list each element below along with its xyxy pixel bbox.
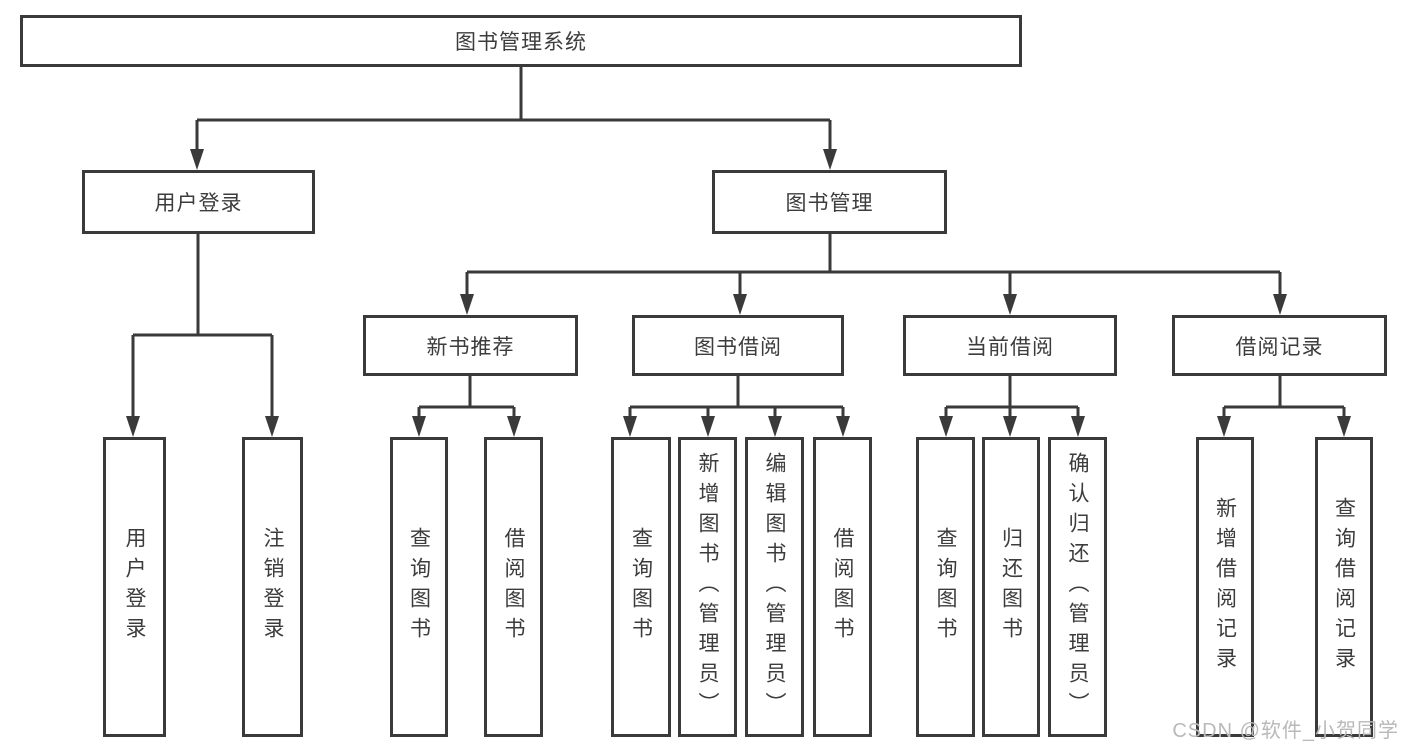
node-user-login-label: 用户登录 — [154, 192, 243, 215]
connector-user-login-children — [126, 234, 279, 437]
leaf-query-books-borrow-label: 查询图书 — [629, 527, 653, 647]
node-user-login: 用户登录 — [82, 170, 315, 234]
leaf-add-borrow-record: 新增借阅记录 — [1196, 437, 1254, 737]
leaf-borrow-books: 借阅图书 — [813, 437, 872, 737]
node-new-book-recommend: 新书推荐 — [363, 315, 578, 376]
node-root: 图书管理系统 — [20, 15, 1022, 67]
leaf-return-books-label: 归还图书 — [999, 527, 1023, 647]
node-current-borrow-label: 当前借阅 — [966, 335, 1054, 359]
node-book-borrow: 图书借阅 — [632, 315, 844, 376]
leaf-add-borrow-record-label: 新增借阅记录 — [1213, 497, 1237, 677]
watermark: CSDN @软件_小贺同学 — [1172, 720, 1399, 742]
leaf-edit-books-admin: 编辑图书（管理员） — [745, 437, 804, 737]
node-borrow-records-label: 借阅记录 — [1235, 335, 1324, 359]
leaf-add-books-admin: 新增图书（管理员） — [678, 437, 737, 737]
leaf-borrow-books-label: 借阅图书 — [831, 527, 854, 647]
leaf-query-books-recommend: 查询图书 — [390, 437, 448, 737]
connector-new-book-recommend-children — [412, 376, 521, 437]
connector-borrow-records-children — [1217, 376, 1351, 437]
node-new-book-recommend-label: 新书推荐 — [426, 335, 515, 359]
leaf-confirm-return-admin: 确认归还（管理员） — [1048, 437, 1107, 737]
leaf-user-login-label: 用户登录 — [123, 527, 146, 647]
node-root-label: 图书管理系统 — [455, 31, 587, 54]
node-borrow-records: 借阅记录 — [1172, 315, 1387, 376]
leaf-query-books-current-label: 查询图书 — [934, 527, 957, 647]
leaf-query-books-current: 查询图书 — [916, 437, 975, 737]
leaf-query-borrow-record: 查询借阅记录 — [1315, 437, 1373, 737]
leaf-user-login: 用户登录 — [103, 437, 166, 737]
leaf-borrow-books-recommend-label: 借阅图书 — [502, 527, 525, 647]
connector-root-to-level2 — [190, 67, 837, 170]
connector-current-borrow-children — [939, 376, 1085, 437]
leaf-query-borrow-record-label: 查询借阅记录 — [1332, 497, 1356, 677]
connector-book-borrow-children — [623, 376, 850, 437]
node-book-management: 图书管理 — [712, 170, 947, 234]
leaf-query-books-recommend-label: 查询图书 — [407, 527, 431, 647]
leaf-confirm-return-admin-label: 确认归还（管理员） — [1066, 452, 1089, 722]
leaf-return-books: 归还图书 — [982, 437, 1040, 737]
connector-book-management-children — [460, 234, 1287, 315]
leaf-add-books-admin-label: 新增图书（管理员） — [696, 452, 719, 722]
leaf-logout: 注销登录 — [242, 437, 303, 737]
leaf-borrow-books-recommend: 借阅图书 — [484, 437, 543, 737]
node-current-borrow: 当前借阅 — [903, 315, 1117, 376]
node-book-management-label: 图书管理 — [785, 192, 874, 215]
leaf-query-books-borrow: 查询图书 — [611, 437, 671, 737]
leaf-logout-label: 注销登录 — [261, 527, 284, 647]
node-book-borrow-label: 图书借阅 — [694, 335, 782, 359]
leaf-edit-books-admin-label: 编辑图书（管理员） — [763, 452, 786, 722]
